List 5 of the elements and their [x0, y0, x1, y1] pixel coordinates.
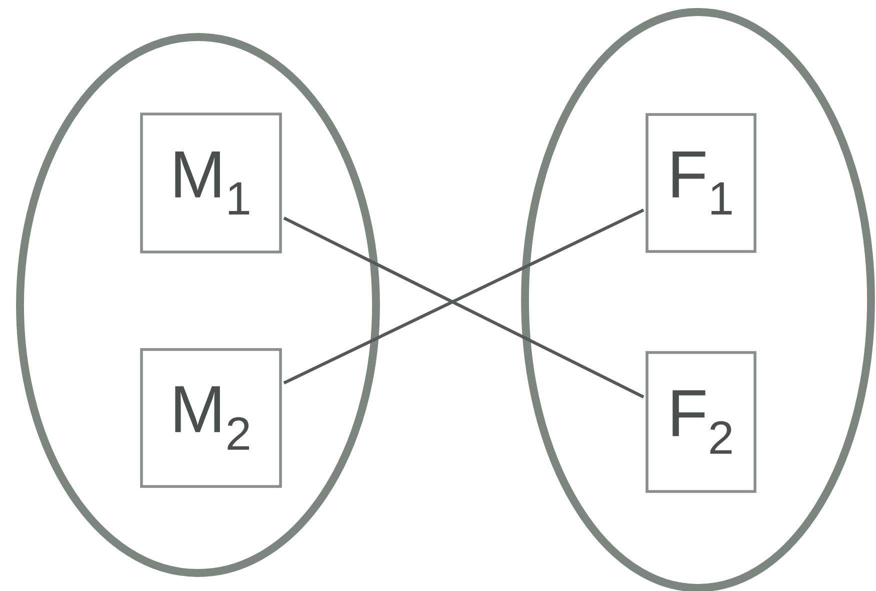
label-box: F$_{2}$	[646, 351, 756, 493]
group-ellipse	[16, 33, 380, 577]
label-box: M$_{2}$	[140, 348, 282, 488]
label-box: M$_{1}$	[140, 112, 282, 254]
label-box: F$_{1}$	[646, 113, 756, 253]
